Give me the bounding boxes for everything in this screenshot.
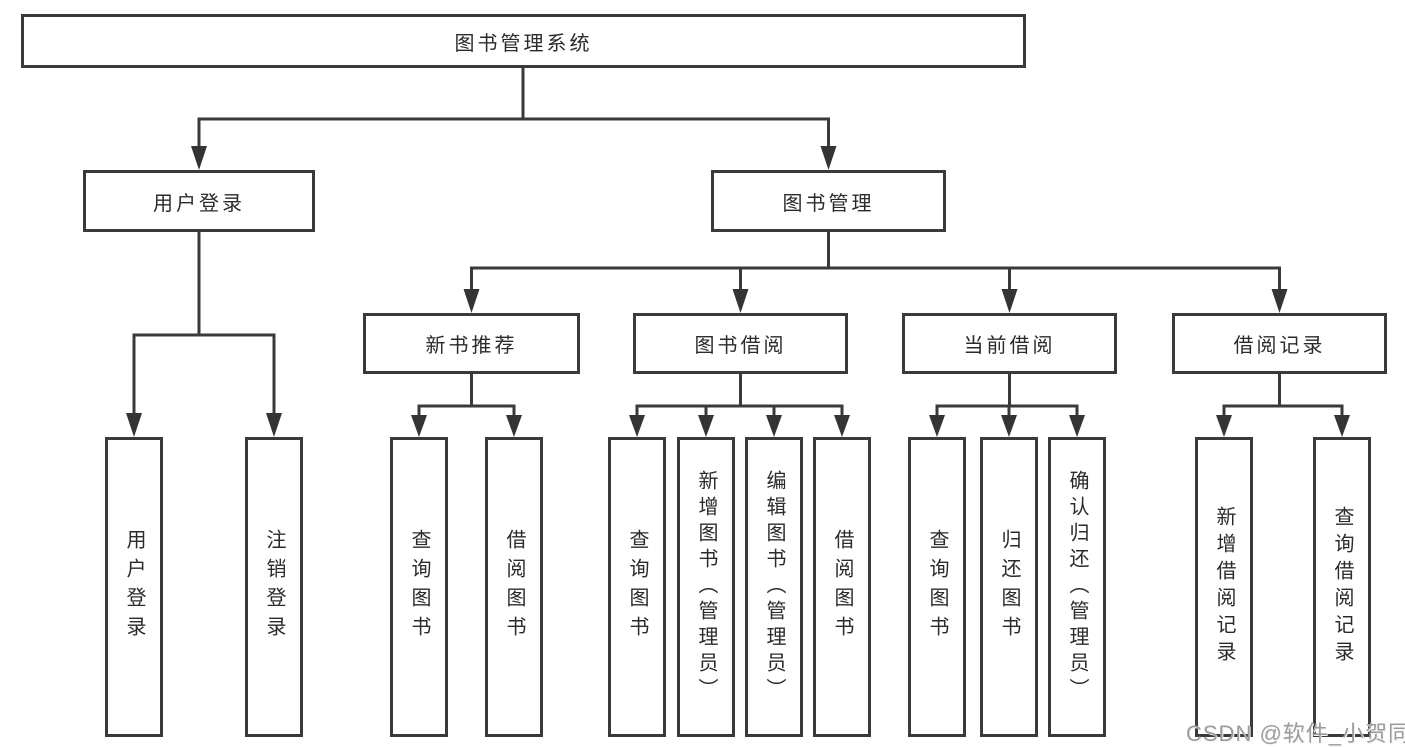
node-current-borrowing: 当前借阅 [902, 313, 1117, 374]
node-library-management-system: 图书管理系统 [21, 14, 1026, 68]
leaf-query-books-current: 查询图书 [908, 437, 966, 737]
leaf-logout: 注销登录 [245, 437, 303, 737]
node-book-borrowing: 图书借阅 [633, 313, 848, 374]
leaf-add-book-admin: 新增图书（管理员） [677, 437, 735, 737]
leaf-edit-book-admin: 编辑图书（管理员） [745, 437, 803, 737]
leaf-add-borrow-record: 新增借阅记录 [1195, 437, 1253, 737]
leaf-borrow-books: 借阅图书 [813, 437, 871, 737]
leaf-return-books: 归还图书 [980, 437, 1038, 737]
leaf-confirm-return-admin: 确认归还（管理员） [1048, 437, 1106, 737]
leaf-query-borrow-record: 查询借阅记录 [1313, 437, 1371, 737]
node-borrowing-records: 借阅记录 [1172, 313, 1387, 374]
leaf-query-books-recommend: 查询图书 [390, 437, 448, 737]
leaf-user-login: 用户登录 [105, 437, 163, 737]
node-user-login: 用户登录 [83, 170, 315, 232]
csdn-watermark: CSDN @软件_小贺同学 [1186, 721, 1405, 746]
leaf-query-books-borrowing: 查询图书 [608, 437, 666, 737]
node-book-management: 图书管理 [711, 170, 946, 232]
node-new-book-recommendation: 新书推荐 [363, 313, 580, 374]
leaf-borrow-books-recommend: 借阅图书 [485, 437, 543, 737]
